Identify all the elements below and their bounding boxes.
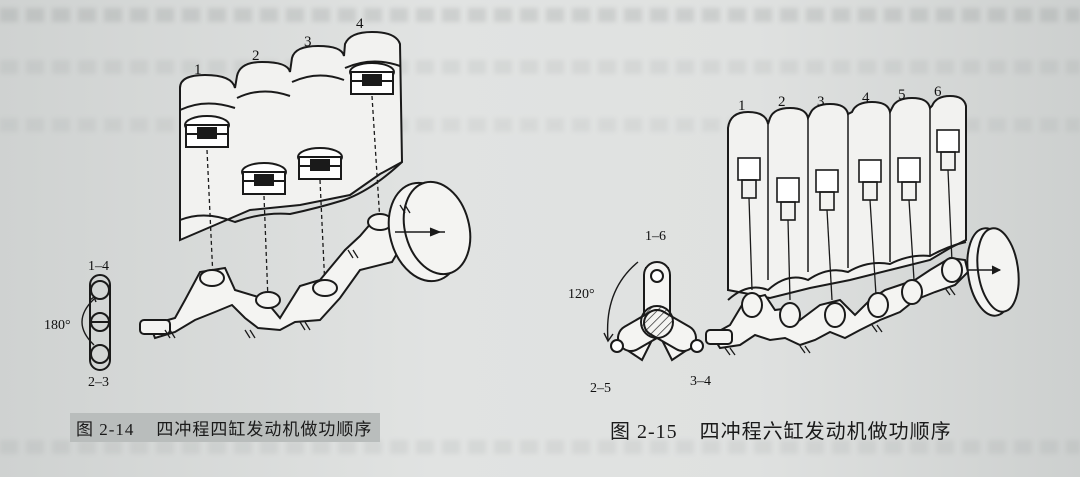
cylinder-number-labels-right: 1 2 3 4 5 6 bbox=[738, 84, 942, 114]
caption-text: 四冲程四缸发动机做功顺序 bbox=[156, 420, 373, 439]
piston bbox=[184, 115, 230, 148]
crank-phase-diagram-right bbox=[603, 261, 704, 362]
cylinder-number: 6 bbox=[934, 84, 942, 100]
caption-text: 四冲程六缸发动机做功顺序 bbox=[699, 421, 952, 443]
four-cylinder-engine-illustration bbox=[139, 30, 472, 340]
flywheel bbox=[966, 227, 1020, 317]
piston bbox=[241, 162, 287, 195]
bleed-through-text bbox=[0, 440, 1080, 454]
crank-label-left: 2–5 bbox=[590, 381, 611, 396]
cylinder-number: 2 bbox=[252, 48, 260, 64]
cylinder-number: 3 bbox=[817, 94, 825, 110]
cylinder-number: 1 bbox=[738, 98, 746, 114]
flywheel bbox=[387, 180, 472, 283]
cylinder-block-4 bbox=[179, 30, 404, 242]
caption-number: 图 2-15 bbox=[610, 421, 678, 443]
crank-label-top: 1–6 bbox=[645, 229, 666, 244]
cylinder-number: 5 bbox=[898, 87, 906, 103]
figure-caption-left: 图 2-14 四冲程四缸发动机做功顺序 bbox=[70, 413, 381, 442]
crank-angle-label: 120° bbox=[568, 287, 595, 302]
cylinder-number: 4 bbox=[862, 90, 870, 106]
crankshaft bbox=[705, 256, 970, 350]
crank-angle-label: 180° bbox=[44, 318, 71, 333]
caption-number: 图 2-14 bbox=[76, 420, 135, 439]
cylinder-number: 1 bbox=[194, 62, 202, 78]
crank-label-right: 3–4 bbox=[690, 374, 711, 389]
piston bbox=[297, 147, 343, 180]
six-cylinder-engine-illustration bbox=[705, 94, 1020, 356]
cylinder-number: 3 bbox=[304, 34, 312, 50]
bleed-through-text bbox=[0, 8, 1080, 22]
cylinder-block-6 bbox=[727, 94, 967, 300]
figure-caption-right: 图 2-15 四冲程六缸发动机做功顺序 bbox=[610, 415, 952, 444]
crank-label-bottom: 2–3 bbox=[88, 375, 109, 390]
crank-phase-diagram-left bbox=[81, 274, 111, 371]
cylinder-number-labels-left: 1 2 3 4 bbox=[194, 16, 364, 78]
cylinder-number: 2 bbox=[778, 94, 786, 110]
piston bbox=[349, 62, 395, 95]
cylinder-number: 4 bbox=[356, 16, 364, 32]
crank-label-top: 1–4 bbox=[88, 259, 109, 274]
